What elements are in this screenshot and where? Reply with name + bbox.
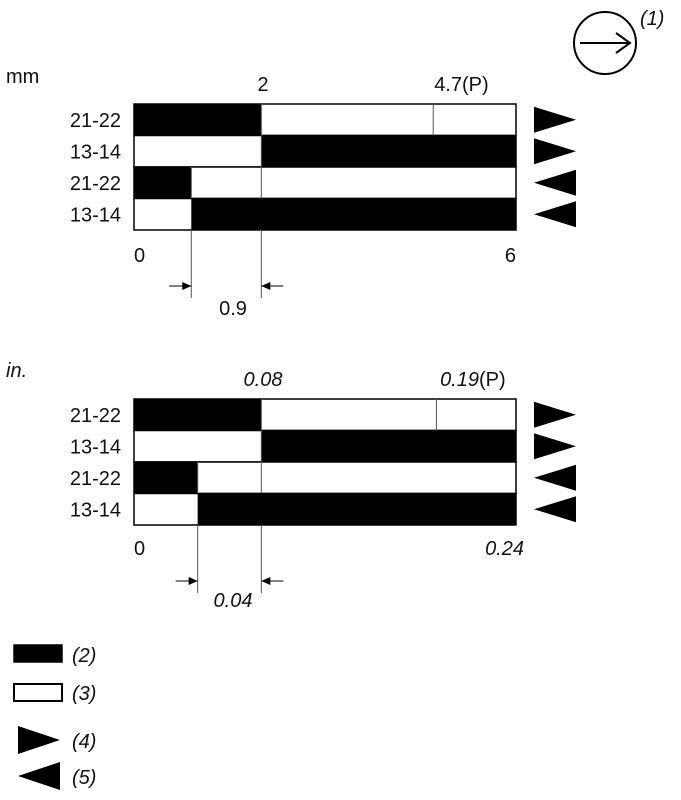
- legend-label-closed: (2): [72, 645, 96, 667]
- mm-row-label: 13-14: [70, 141, 121, 163]
- mm-row-closed-segment: [191, 198, 517, 230]
- legend-label-open: (3): [72, 683, 96, 705]
- right-triangle-icon: [534, 106, 576, 133]
- in-row-label: 21-22: [70, 468, 121, 490]
- direction-symbol-label: (1): [640, 8, 664, 30]
- mm-row-closed-segment: [261, 135, 516, 167]
- left-triangle-icon: [534, 464, 576, 491]
- in-dimension-label: 0.04: [214, 590, 253, 612]
- in-end-label: 0.24: [485, 538, 524, 560]
- left-triangle-icon: [534, 201, 576, 228]
- right-triangle-icon: [18, 726, 60, 754]
- mm-row-label: 13-14: [70, 204, 121, 226]
- direction-circle: [573, 11, 637, 75]
- in-row-label: 21-22: [70, 405, 121, 427]
- mm-mark-label-1: 4.7: [434, 74, 462, 96]
- mm-dimension-label: 0.9: [219, 298, 247, 320]
- right-triangle-icon: [534, 138, 576, 165]
- mm-row-closed-segment: [134, 167, 192, 199]
- in-row-closed-segment: [197, 493, 516, 525]
- legend-label-left: (5): [72, 767, 96, 789]
- right-triangle-icon: [534, 433, 576, 460]
- dimension-arrow-left-icon: [261, 282, 271, 290]
- mm-row-closed-segment: [134, 104, 262, 136]
- in-start-label: 0: [134, 538, 145, 560]
- in-mark-label-0: 0.08: [244, 369, 283, 391]
- mm-mark-label-0: 2: [257, 74, 268, 96]
- left-triangle-icon: [534, 496, 576, 523]
- in-row-closed-segment: [134, 399, 262, 431]
- mm-row-label: 21-22: [70, 173, 121, 195]
- legend-label-right: (4): [72, 731, 96, 753]
- mm-section: mm 2 4.7 (P) 21-22 13-14 21-22 13-14 0 6 0.…: [6, 66, 576, 320]
- in-row-closed-segment: [261, 430, 516, 462]
- mm-row-bar: [133, 166, 517, 200]
- dimension-arrow-right-icon: [188, 577, 198, 585]
- right-arrow-in-circle-icon: [615, 32, 632, 54]
- legend: (2) (3) (4) (5): [13, 644, 96, 790]
- left-triangle-icon: [534, 169, 576, 196]
- mm-start-label: 0: [134, 245, 145, 267]
- inch-section: in. 0.08 0.19 (P) 21-22 13-14 21-22 13-14 0…: [6, 360, 576, 612]
- white-bar-icon: [13, 683, 63, 702]
- mm-end-label: 6: [505, 245, 516, 267]
- in-mark-label-1: 0.19: [440, 369, 479, 391]
- left-triangle-icon: [18, 762, 60, 790]
- in-unit-label: in.: [6, 360, 27, 382]
- dimension-arrow-right-icon: [182, 282, 192, 290]
- in-mark-suffix-1: (P): [479, 369, 506, 391]
- mm-unit-label: mm: [6, 66, 39, 88]
- black-bar-icon: [13, 644, 63, 663]
- right-triangle-icon: [534, 401, 576, 428]
- in-row-closed-segment: [134, 462, 198, 494]
- in-row-label: 13-14: [70, 499, 121, 521]
- dimension-arrow-left-icon: [261, 577, 271, 585]
- mm-mark-suffix-1: (P): [462, 74, 489, 96]
- in-row-label: 13-14: [70, 436, 121, 458]
- mm-row-label: 21-22: [70, 110, 121, 132]
- direction-symbol: (1): [573, 8, 664, 75]
